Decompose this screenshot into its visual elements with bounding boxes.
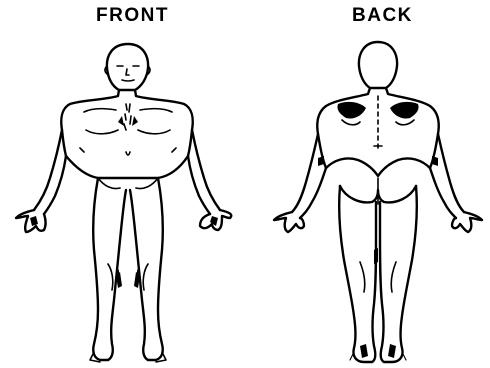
back-waist (326, 158, 430, 176)
front-left-arm (34, 130, 66, 214)
front-knees (108, 264, 148, 290)
front-left-hand-shade (30, 216, 38, 226)
back-left-elbow-mark (318, 156, 324, 166)
back-knees (360, 262, 396, 292)
back-heels (360, 344, 396, 358)
front-hip-marks (80, 148, 176, 152)
front-right-leg (130, 178, 163, 360)
front-chest (84, 109, 172, 134)
front-waist (66, 156, 188, 178)
back-feet-lines (350, 352, 406, 360)
front-sternum (124, 104, 131, 130)
back-knee-shade (374, 248, 378, 264)
front-mouth (122, 80, 134, 81)
back-right-scapula (390, 102, 419, 119)
front-head (107, 44, 148, 90)
front-left-leg (93, 178, 126, 360)
front-navel (126, 152, 130, 155)
front-groin (98, 178, 158, 189)
front-right-arm (188, 130, 220, 214)
front-knee-shade (116, 272, 140, 288)
back-body-figure (274, 42, 482, 362)
back-right-leg (380, 186, 417, 362)
back-left-scapula (337, 102, 366, 119)
back-left-hand (274, 212, 304, 232)
back-right-elbow-mark (432, 156, 438, 166)
front-body-figure (16, 44, 231, 362)
front-torso-outline (61, 90, 192, 156)
back-head (359, 42, 397, 88)
back-left-leg (339, 186, 376, 362)
back-right-hand (452, 212, 482, 232)
front-ribcage-mark (118, 116, 138, 126)
front-nose (126, 69, 129, 75)
